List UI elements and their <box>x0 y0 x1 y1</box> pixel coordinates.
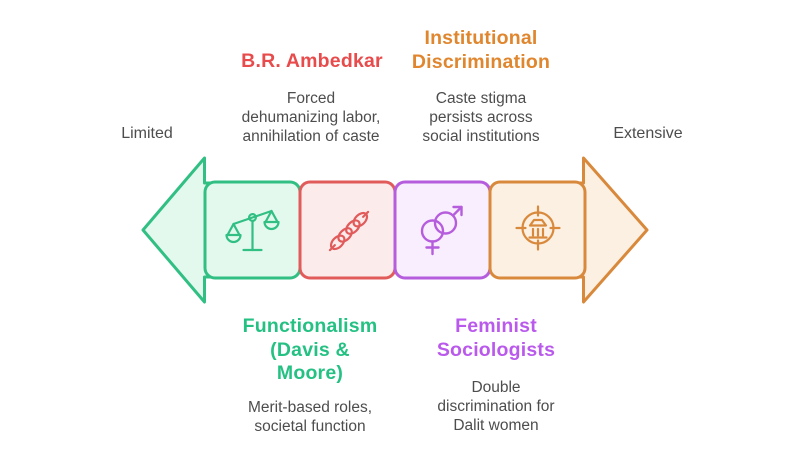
scale-left-label: Limited <box>121 125 173 142</box>
annotation-title-functionalism: Functionalism (Davis & Moore) <box>242 315 378 384</box>
scale-right-label: Extensive <box>613 125 683 142</box>
institution-target-icon <box>515 205 561 251</box>
balance-scale-icon <box>225 209 280 252</box>
annotation-title-institutional: Institutional Discrimination <box>411 27 551 73</box>
segment-ambedkar <box>298 180 397 280</box>
annotation-title-feminist: Feminist Sociologists <box>436 315 556 361</box>
chains-icon <box>328 210 370 252</box>
annotation-desc-institutional: Caste stigma persists across social inst… <box>422 90 540 145</box>
annotation-desc-functionalism: Merit-based roles, societal function <box>247 399 373 435</box>
annotation-desc-ambedkar: Forced dehumanizing labor, annihilation … <box>241 90 381 145</box>
annotation-title-ambedkar: B.R. Ambedkar <box>241 50 383 72</box>
gender-symbols-icon <box>420 205 463 256</box>
annotation-desc-feminist: Double discrimination for Dalit women <box>437 379 555 434</box>
